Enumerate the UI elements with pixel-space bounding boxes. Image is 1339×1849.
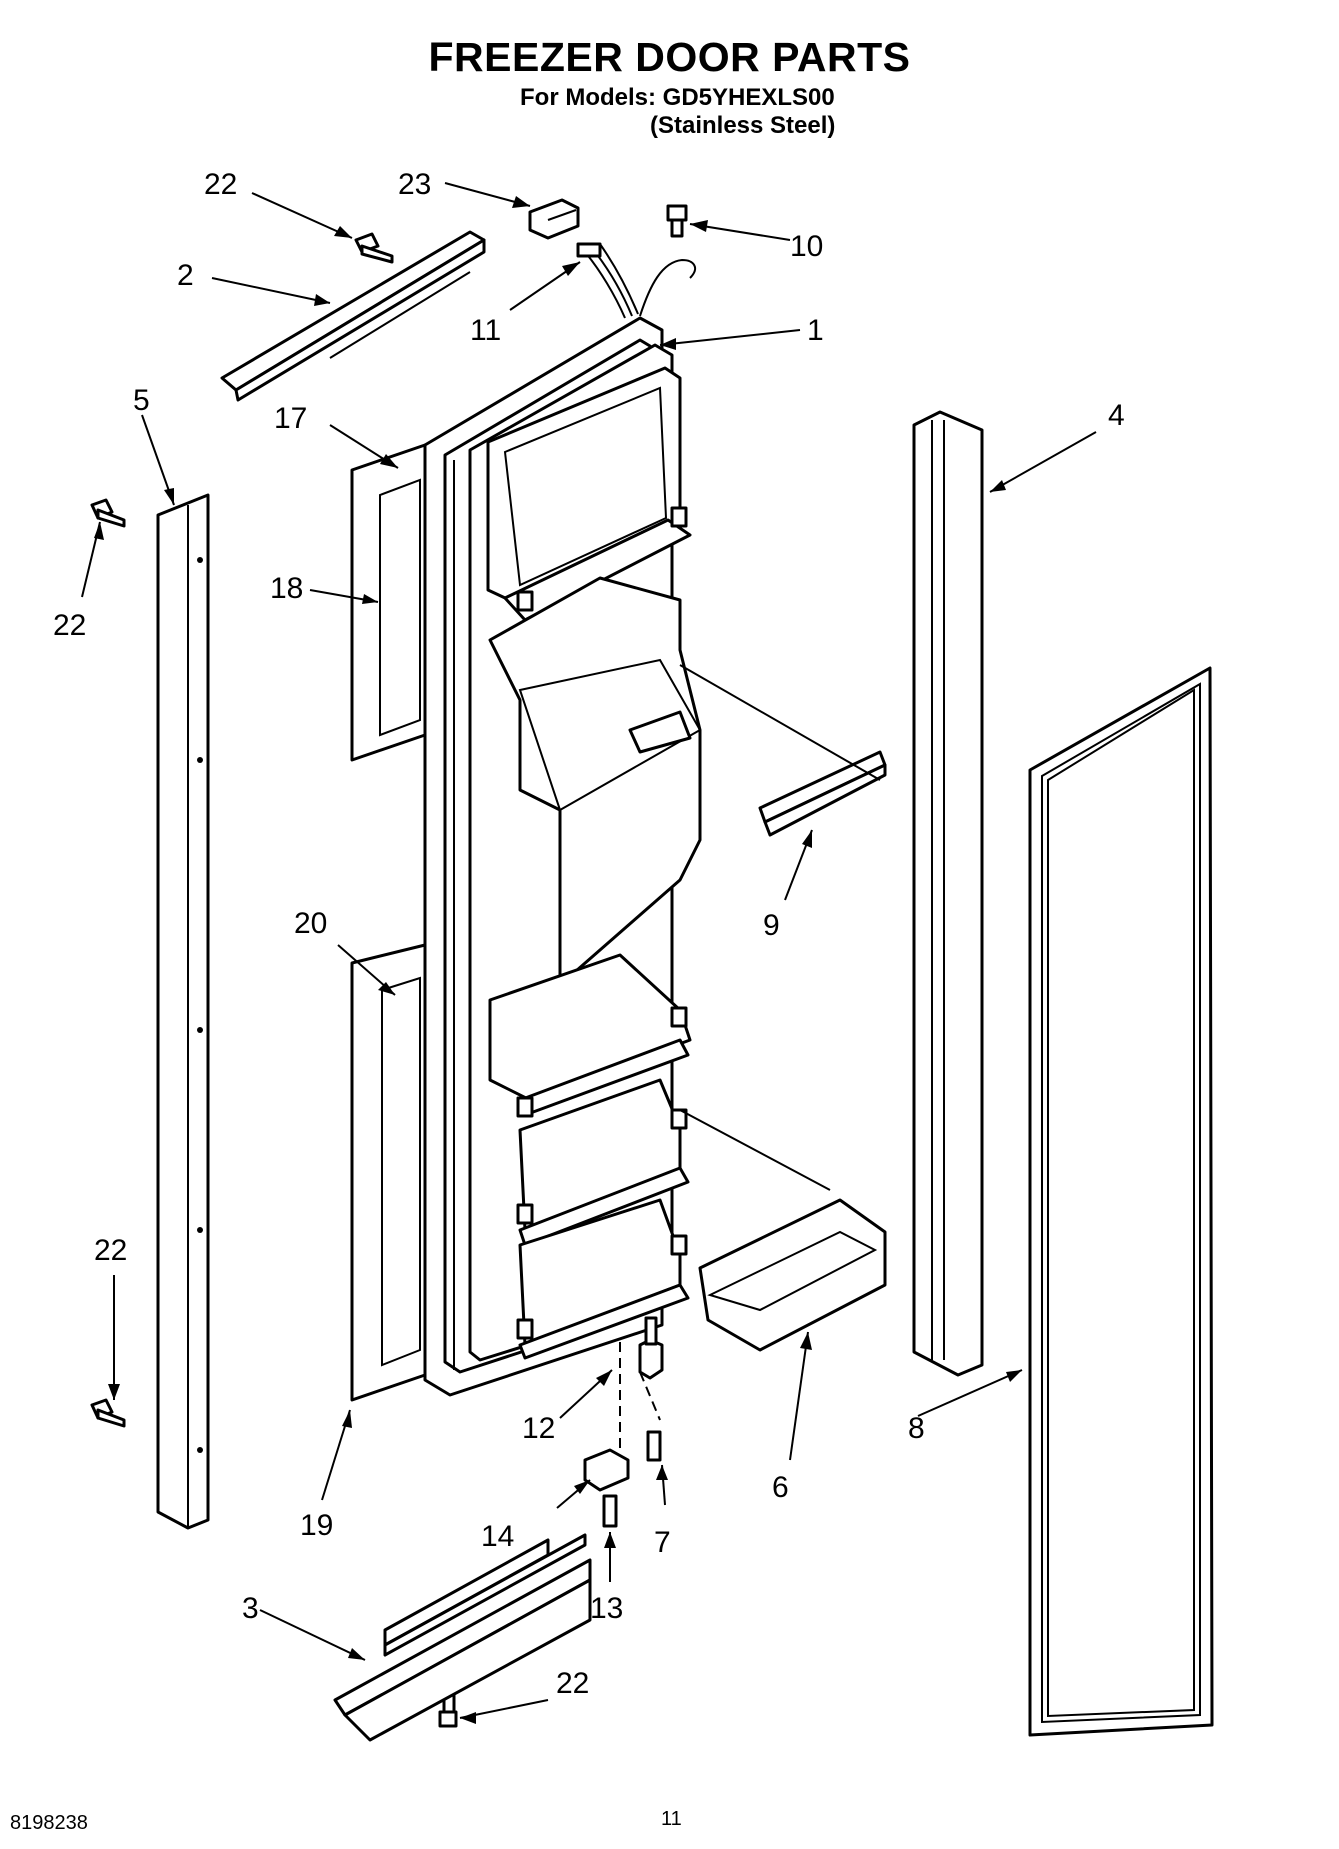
- callout-3: 3: [242, 1592, 259, 1625]
- part-23-connector: [528, 198, 580, 240]
- callout-7: 7: [654, 1526, 671, 1559]
- part-19-20-lower-panel: [350, 943, 427, 1402]
- model-number: For Models: GD5YHEXLS00: [520, 84, 835, 111]
- part-12-14-13-7-hinge-parts: [583, 1316, 664, 1528]
- callout-17: 17: [274, 402, 307, 435]
- part-8-door-gasket: [1028, 666, 1214, 1737]
- part-17-18-upper-panel: [350, 443, 427, 762]
- callout-13: 13: [590, 1592, 623, 1625]
- part-3-bottom-trim: [333, 1533, 592, 1742]
- callout-23: 23: [398, 168, 431, 201]
- callout-8: 8: [908, 1412, 925, 1445]
- part-6-bottom-bin: [698, 1198, 887, 1352]
- callout-18: 18: [270, 572, 303, 605]
- part-4-door-trim: [912, 410, 984, 1377]
- model-finish: (Stainless Steel): [650, 112, 836, 139]
- callout-22-left-upper: 22: [53, 609, 86, 642]
- callout-6: 6: [772, 1471, 789, 1504]
- callout-2: 2: [177, 259, 194, 292]
- callout-14: 14: [481, 1520, 514, 1553]
- part-9-channel: [758, 750, 887, 837]
- callout-22-bottom: 22: [556, 1667, 589, 1700]
- callout-11: 11: [470, 314, 501, 347]
- callout-9: 9: [763, 909, 780, 942]
- part-11-wire-harness: [576, 242, 697, 319]
- part-1-door-liner: [423, 316, 702, 1397]
- callout-20: 20: [294, 907, 327, 940]
- part-2-top-trim: [220, 230, 486, 402]
- callout-19: 19: [300, 1509, 333, 1542]
- page-title: FREEZER DOOR PARTS: [428, 34, 911, 80]
- leader-lines: [81, 182, 1097, 1724]
- callout-22-left-lower: 22: [94, 1234, 127, 1267]
- callout-10: 10: [790, 230, 823, 263]
- page-number: 11: [661, 1808, 682, 1830]
- part-5-left-trim: [156, 493, 210, 1530]
- part-10-screw: [666, 204, 688, 238]
- callout-4: 4: [1108, 399, 1125, 432]
- callout-5: 5: [133, 384, 150, 417]
- document-number: 8198238: [10, 1812, 88, 1834]
- callout-22-top: 22: [204, 168, 237, 201]
- callout-1: 1: [807, 314, 824, 347]
- callout-12: 12: [522, 1412, 555, 1445]
